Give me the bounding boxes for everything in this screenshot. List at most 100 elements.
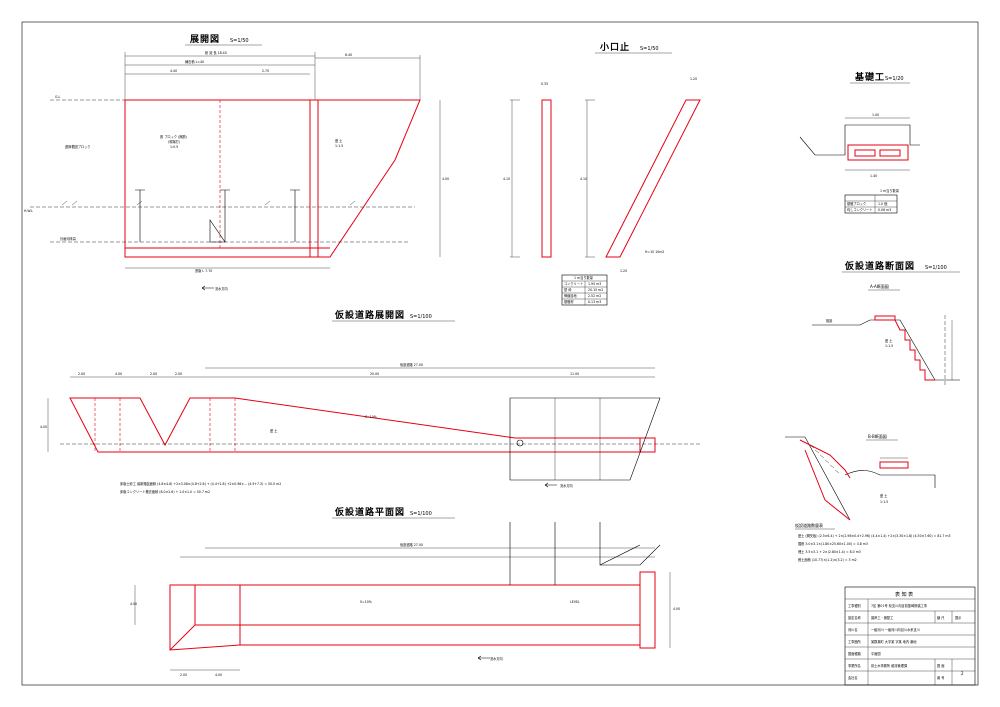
tk-gl: G.L bbox=[55, 95, 60, 99]
tb-extra-value-1: 図示 bbox=[955, 616, 961, 620]
tb-label-1: 設定名称 bbox=[848, 615, 862, 620]
kg-dim-w: 0.35 bbox=[541, 82, 548, 86]
kg-qty-l3: 伸縮目地 bbox=[564, 293, 578, 298]
kg-qty-v4: 0.13 m3 bbox=[588, 300, 601, 304]
kg-qty-head: 1 m当り数量 bbox=[574, 275, 594, 280]
kg-dim-slope: 1.20 bbox=[690, 77, 697, 81]
tk-dim-b: 2.70 bbox=[262, 69, 269, 73]
tb-label-5: 事業所名 bbox=[848, 663, 861, 668]
kiso-qty-v2: 0.06 m3 bbox=[878, 208, 891, 212]
tk-outline bbox=[125, 99, 421, 258]
tenkaizu-scale: S=1/50 bbox=[230, 38, 249, 44]
aa-existing: 既設 bbox=[826, 318, 833, 323]
road-dev-title: 仮設道路展開図 bbox=[334, 309, 405, 321]
bb-label: B-B断面図 bbox=[868, 433, 887, 439]
kiso-view: 基礎工 S=1/20 1.00 1.40 1 m当り数量 基礎ブロック 1.0 … bbox=[799, 71, 920, 214]
tk-fill-label: 盛 土 bbox=[335, 138, 343, 143]
tk-dim-right: 6.40 bbox=[345, 53, 352, 57]
tk-dim-bottom: 底版 L 7.70 bbox=[195, 268, 212, 273]
rd-dim-4: 2.00 bbox=[175, 372, 182, 376]
road-plan-view: 仮設道路平面図 S=1/100 仮設道路 27.00 S=10% LEVEL 4… bbox=[130, 506, 680, 677]
kiso-qty-v1: 1.0 個 bbox=[878, 201, 887, 206]
kg-qty-v3: 2.52 m2 bbox=[588, 294, 601, 298]
road-section-title: 仮設道路断面図 bbox=[844, 260, 915, 272]
road-dev-scale: S=1/100 bbox=[410, 314, 432, 320]
tk-wall bbox=[124, 99, 319, 258]
tk-nagare: 流水方向 bbox=[215, 286, 228, 291]
tb-label-0: 工事種別 bbox=[848, 603, 861, 608]
kiso-qty-l1: 基礎ブロック bbox=[847, 201, 866, 206]
aa-slope: 1:1.5 bbox=[885, 344, 893, 348]
rd-dim-3: 2.00 bbox=[150, 372, 157, 376]
tb-value-4: 平面図 bbox=[871, 652, 881, 656]
kiso-qty-table: 1 m当り数量 基礎ブロック 1.0 個 均しコンクリート 0.06 m3 bbox=[844, 188, 900, 214]
rd-nagare: 流水方向 bbox=[560, 483, 573, 488]
koguchi-scale: S=1/50 bbox=[640, 46, 659, 52]
rd-dim-total: 仮設道路 27.00 bbox=[400, 362, 423, 367]
pl-slope: S=10% bbox=[360, 600, 372, 604]
tb-header: 表 知 表 bbox=[895, 591, 913, 598]
tenkaizu-view: 展開図 S=1/50 総 延 長 18.40 練石積 L=40 4.40 2.7… bbox=[24, 34, 449, 291]
tk-dim-top: 練石積 L=40 bbox=[185, 59, 204, 64]
kg-qty-v1: 1.95 m3 bbox=[588, 282, 601, 286]
tb-value-5: 県土木事務所 維持管理課 bbox=[871, 663, 908, 668]
tb-label-6: 会社名 bbox=[848, 675, 858, 680]
kg-qty-l1: コンクリート bbox=[564, 281, 583, 286]
tb-value-0: 7区 第01号 県支川向目前聖崎修繕工事 bbox=[871, 603, 928, 608]
sec-note-4: 敷土面積 (10.77)×(1.2)×(3.2) = 3 m2 bbox=[798, 557, 857, 562]
tk-block-top: 張 ブロック (無筋) bbox=[160, 134, 187, 139]
kg-dim-h2: 4.10 bbox=[580, 177, 587, 181]
tb-extra-label-5: 図 面 bbox=[937, 664, 944, 668]
kg-qty-l2: 型 枠 bbox=[564, 287, 572, 292]
sec-note-3: 埋土 3.5×3.1 + 2×(2.80×1.4) = 8.0 m3 bbox=[798, 549, 861, 554]
tk-block-face: 1:0.5 bbox=[170, 145, 178, 149]
tb-label-3: 工事箇所 bbox=[848, 639, 862, 644]
tb-value-2: 一級河川 一級河川向目川水系支川 bbox=[871, 627, 920, 632]
rd-dim-2: 4.00 bbox=[115, 372, 122, 376]
road-plan-title: 仮設道路平面図 bbox=[334, 506, 405, 518]
tb-value-3: 某郡某町 大字某 字某 地内 番地 bbox=[871, 639, 917, 644]
road-section-scale: S=1/100 bbox=[925, 265, 947, 271]
rd-note-1: 床版土砂工 最新路盤面積 (4.8×4.8) +2×3.08×(4.8+2.8)… bbox=[120, 481, 281, 486]
tk-block-cap: (現場打) bbox=[168, 139, 180, 144]
kg-dim-base: 1.20 bbox=[620, 269, 627, 273]
sec-note-1: 盛土 (鋼矢板) (2.5×6.4) + 2×(2.96×0.4+2.96) (… bbox=[798, 533, 951, 538]
tb-label-2: 河川名 bbox=[848, 627, 858, 632]
kg-qty-l4: 基礎材 bbox=[564, 299, 574, 304]
tb-value-1: 護岸工・擁壁工 bbox=[871, 615, 894, 620]
kg-dim-h: 4.10 bbox=[503, 177, 510, 181]
tk-wl: H.W.L bbox=[24, 209, 33, 213]
tb-extra-label-1: 縮 尺 bbox=[937, 615, 945, 620]
pl-nagare: 流水方向 bbox=[490, 656, 503, 661]
bb-fill: 盛 土 bbox=[880, 493, 888, 498]
pl-dim-2: 4.00 bbox=[215, 673, 222, 677]
tb-extra-label-6: 番 号 bbox=[937, 675, 944, 680]
rd-note-2: 床版コンクリート撤去面積 (8.0×2.6) + 1.0×1.0 = 50.7 … bbox=[120, 489, 210, 494]
pl-level: LEVEL bbox=[570, 600, 580, 604]
tk-dim-total: 総 延 長 18.40 bbox=[205, 50, 227, 55]
pl-dim-w: 4.00 bbox=[130, 602, 137, 606]
rd-slope: S=10% bbox=[365, 415, 377, 419]
kiso-qty-l2: 均しコンクリート bbox=[847, 207, 873, 212]
road-plan-scale: S=1/100 bbox=[410, 511, 432, 517]
pl-dim-w2: 4.00 bbox=[673, 607, 680, 611]
sec-note-2: 掘削 3.0×3.1×(1.80×25.60×1.00) = 4.8 m3 bbox=[798, 541, 868, 546]
title-block: 表 知 表 工事種別 7区 第01号 県支川向目前聖崎修繕工事 設定名称 護岸工… bbox=[844, 586, 976, 686]
rd-dim-5: 20.00 bbox=[370, 372, 379, 376]
rd-dim-h: 4.00 bbox=[40, 425, 47, 429]
koguchi-title: 小口止 bbox=[599, 41, 630, 53]
koguchi-view: 小口止 S=1/50 4.10 0.35 4.10 1.20 1.20 H=10… bbox=[503, 41, 701, 306]
kiso-qty-head: 1 m当り数量 bbox=[880, 188, 900, 193]
kiso-block bbox=[847, 144, 909, 161]
pl-dim-total: 仮設道路 27.00 bbox=[400, 542, 423, 547]
kg-front bbox=[541, 99, 552, 258]
tb-label-4: 図面種類 bbox=[848, 651, 862, 656]
kiso-scale: S=1/20 bbox=[885, 76, 904, 82]
tk-base-el: 計画河床高 bbox=[60, 236, 76, 241]
road-dev-view: 仮設道路展開図 S=1/100 仮設道路 27.00 2.00 4.00 2.0… bbox=[40, 309, 700, 494]
road-section-view: 仮設道路断面図 S=1/100 A-A断面図 盛 土 1:1.5 既設 B-B断… bbox=[785, 260, 960, 562]
aa-label: A-A断面図 bbox=[870, 283, 889, 289]
kiso-dim-w: 1.00 bbox=[872, 113, 879, 117]
tk-fill-slope: 1:1.5 bbox=[335, 144, 343, 148]
